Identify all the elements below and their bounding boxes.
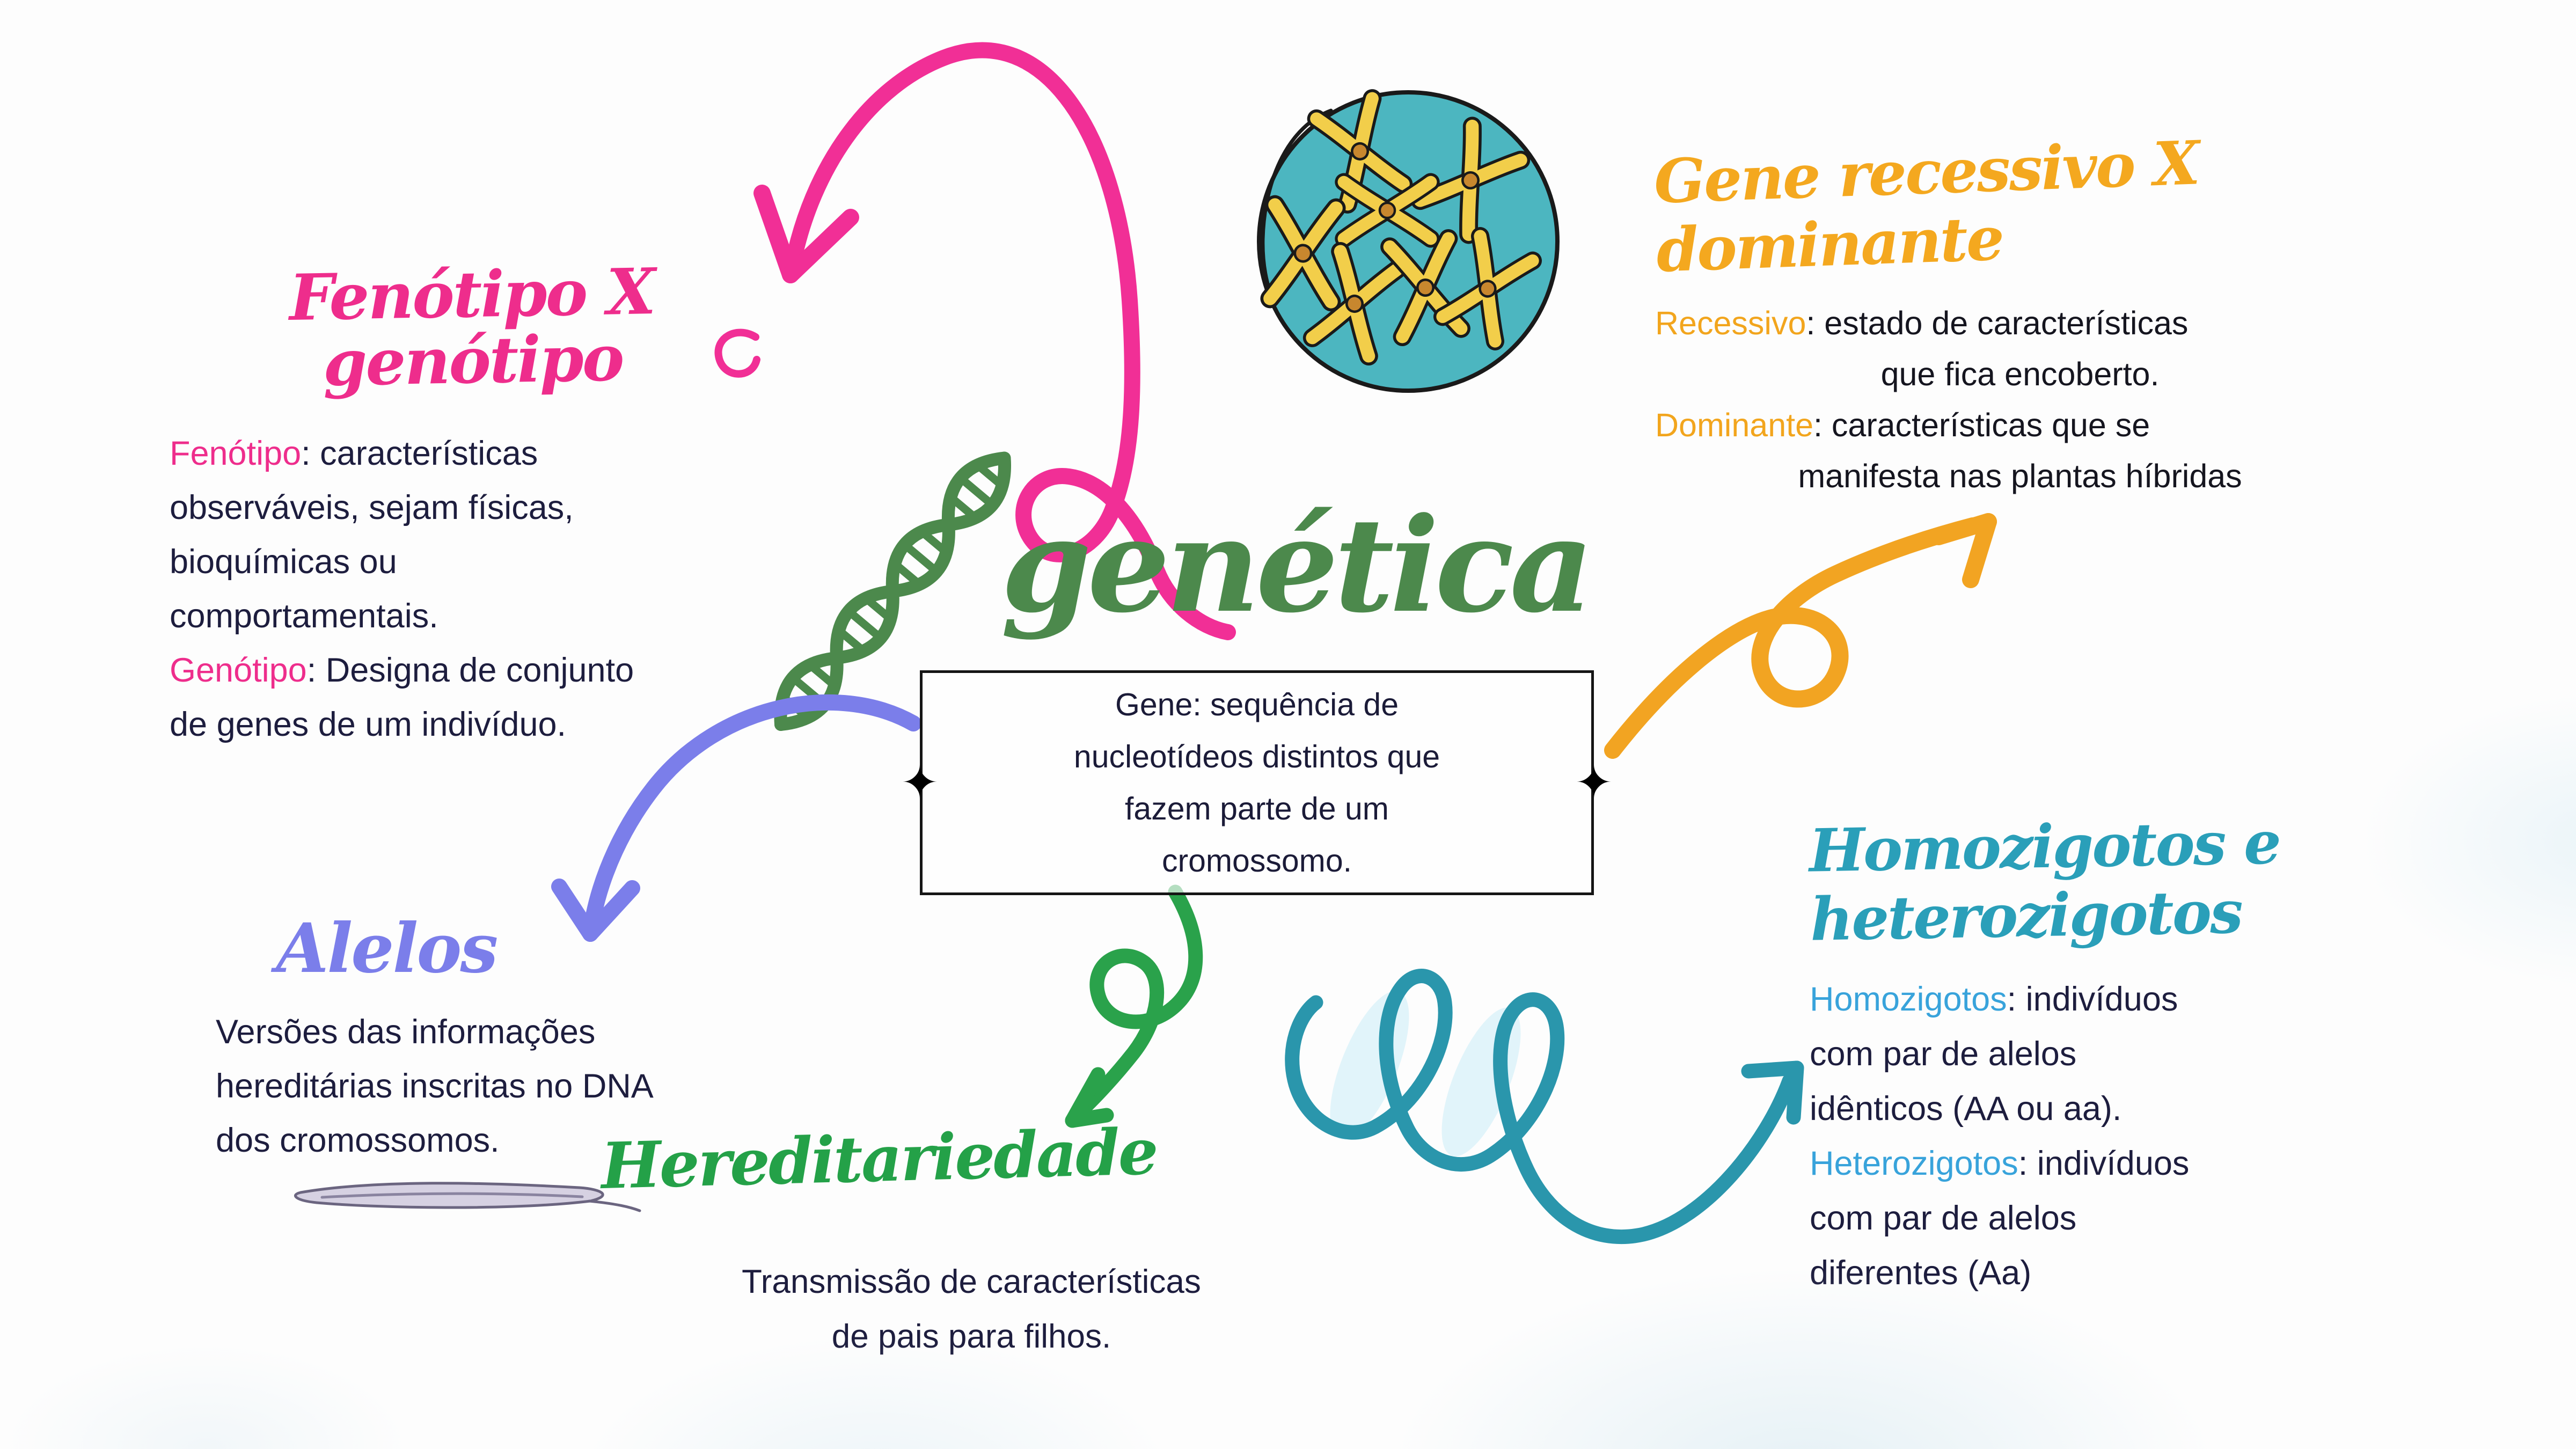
text-line: diferentes (Aa) (1810, 1254, 2032, 1292)
text-line: hereditárias inscritas no DNA (216, 1067, 654, 1106)
fenotipo-heading: Fenótipo X genótipo (288, 254, 655, 400)
gene-definition-box: Gene: sequência de nucleotídeos distinto… (920, 670, 1594, 895)
section-fenotipo: Fenótipo X genótipo Fenótipo: caracterís… (161, 254, 784, 752)
curved-arrow-green (1065, 884, 1203, 1128)
section-homozigotos-heterozigotos: Homozigotos e heterozigotos Homozigotos:… (1809, 808, 2400, 1300)
text-line: Homozigotos: indivíduos (1810, 980, 2178, 1019)
hereditariedade-text: Transmissão de características de pais p… (677, 1255, 1265, 1364)
four-point-star-icon: ✦ (1575, 757, 1613, 808)
curved-arrow-teal (1285, 969, 1804, 1244)
text-line: observáveis, sejam físicas, (170, 489, 574, 527)
dna-helix-icon (774, 451, 1012, 731)
page-title: genética (1001, 489, 1594, 642)
text-line: Heterozigotos: indivíduos (1810, 1145, 2190, 1183)
alelos-heading: Alelos (276, 909, 499, 988)
text-line: fazem parte de um (1125, 791, 1389, 826)
section-gene-recessivo-dominante: Gene recessivo X dominante Recessivo: es… (1653, 128, 2385, 502)
text-line: com par de alelos (1810, 1035, 2077, 1073)
text-line: Fenótipo: características (170, 435, 538, 473)
cell-membrane-detail (1261, 108, 1333, 304)
pink-curl-decoration (714, 328, 760, 378)
text-line: idênticos (AA ou aa). (1810, 1090, 2122, 1128)
text-line: Genótipo: Designa de conjunto (170, 652, 634, 690)
text-line: Gene: sequência de (1115, 686, 1399, 722)
text-line: bioquímicas ou (170, 543, 397, 581)
main-title-block: genética (1001, 489, 1594, 642)
section-alelos: Alelos Versões das informações hereditár… (172, 909, 654, 1168)
text-line: Dominante: características que se (1655, 407, 2150, 444)
curved-arrow-pink (714, 42, 1236, 640)
homozigotos-heading: Homozigotos e heterozigotos (1808, 808, 2280, 954)
text-line: manifesta nas plantas híbridas (1798, 458, 2242, 495)
text-line: cromossomo. (1161, 843, 1352, 879)
curved-arrow-purple (551, 694, 921, 942)
text-line: Recessivo: estado de características (1655, 305, 2189, 342)
text-line: Versões das informações (216, 1013, 596, 1051)
hereditariedade-heading: Hereditariedade (600, 1114, 1158, 1204)
text-line: comportamentais. (170, 597, 438, 635)
text-line: nucleotídeos distintos que (1073, 738, 1440, 774)
text-line: com par de alelos (1810, 1199, 2077, 1238)
text-line: que fica encoberto. (1880, 356, 2160, 393)
chromatid-sketch-icon (294, 1182, 641, 1212)
recessivo-heading: Gene recessivo X dominante (1652, 128, 2200, 286)
cell-illustration (1257, 92, 1560, 393)
text-line: Transmissão de características (742, 1263, 1201, 1300)
curved-arrow-yellow (1604, 513, 1997, 759)
four-point-star-icon: ✦ (901, 757, 939, 808)
text-line: de pais para filhos. (831, 1318, 1111, 1355)
text-line: dos cromossomos. (216, 1122, 500, 1160)
text-line: de genes de um indivíduo. (170, 706, 567, 744)
section-hereditariedade: Hereditariedade (600, 1114, 1158, 1203)
